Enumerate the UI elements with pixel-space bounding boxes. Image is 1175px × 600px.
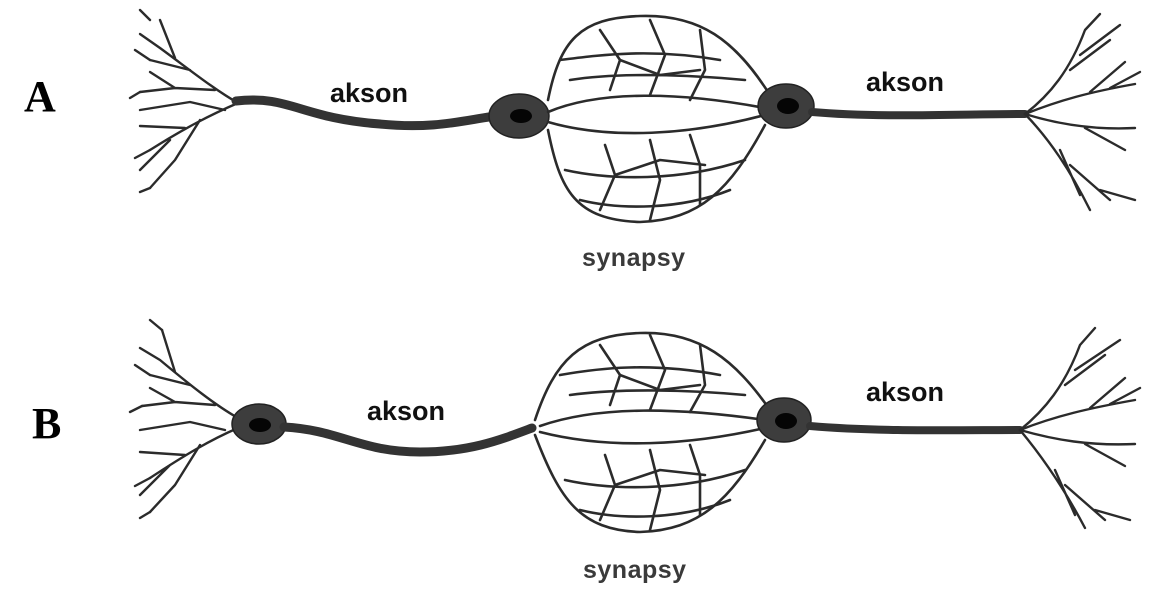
left-axon bbox=[231, 95, 510, 131]
left-dendrites bbox=[128, 8, 240, 194]
nucleus bbox=[510, 109, 532, 123]
right-axon bbox=[808, 108, 1029, 120]
right-soma bbox=[756, 397, 812, 443]
synapse-network bbox=[533, 331, 772, 534]
right-soma bbox=[757, 83, 815, 129]
nucleus bbox=[249, 418, 271, 432]
panel-a: A bbox=[24, 8, 1142, 272]
right-axon bbox=[806, 422, 1024, 435]
axon-label-right: akson bbox=[866, 377, 944, 407]
synapse-label: synapsy bbox=[583, 556, 687, 584]
panel-letter: A bbox=[24, 72, 56, 121]
panel-b: B bbox=[32, 318, 1142, 584]
middle-soma bbox=[488, 93, 550, 139]
left-axon bbox=[279, 422, 537, 457]
axon-label-left: akson bbox=[367, 396, 445, 426]
synapse-label: synapsy bbox=[582, 244, 686, 272]
nucleus bbox=[777, 98, 799, 114]
axon-label-right: akson bbox=[866, 67, 944, 97]
synapse-network bbox=[546, 14, 772, 224]
left-soma bbox=[231, 403, 287, 445]
nucleus bbox=[775, 413, 797, 429]
left-dendrites bbox=[128, 318, 240, 520]
panel-letter: B bbox=[32, 399, 61, 448]
right-terminals bbox=[1023, 12, 1142, 212]
right-terminals bbox=[1018, 326, 1142, 530]
axon-label-left: akson bbox=[330, 78, 408, 108]
